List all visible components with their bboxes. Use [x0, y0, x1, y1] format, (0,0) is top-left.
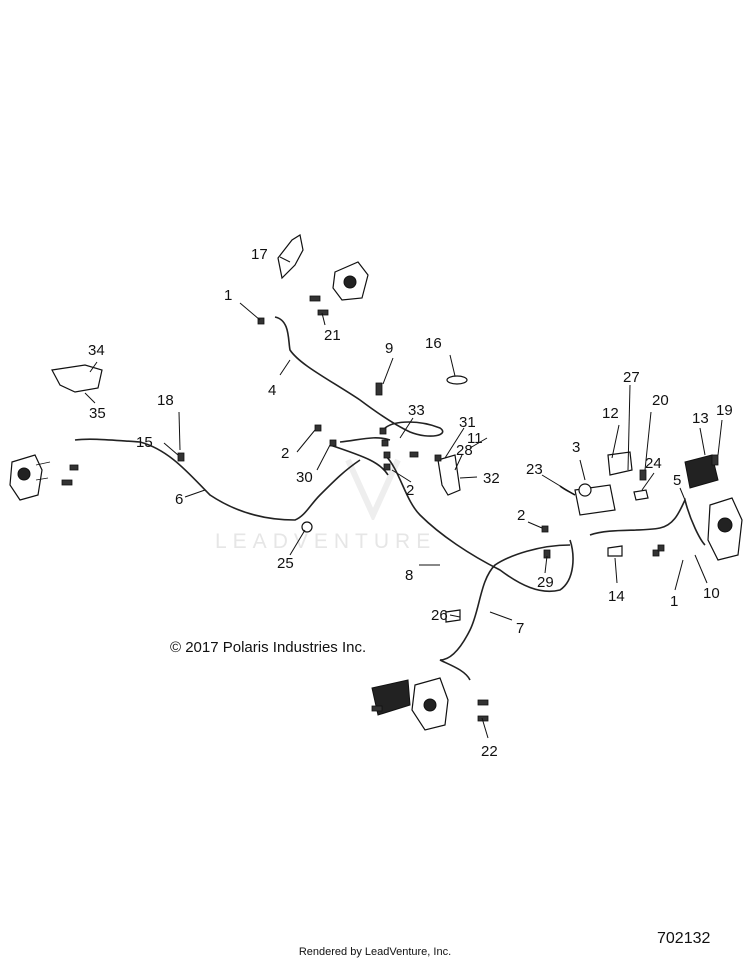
callout-19: 19 — [716, 402, 733, 419]
callout-26: 26 — [431, 607, 448, 624]
footer-credit: Rendered by LeadVenture, Inc. — [298, 946, 452, 958]
watermark-text: LEADVENTURE — [215, 530, 437, 553]
callout-15: 15 — [136, 434, 153, 451]
callout-27: 27 — [623, 369, 640, 386]
fasteners — [61, 295, 719, 722]
caliper-front-right — [332, 261, 369, 301]
callout-12: 12 — [602, 405, 619, 422]
caliper-rear-right — [707, 497, 743, 561]
callout-18: 18 — [157, 392, 174, 409]
callout-16: 16 — [425, 335, 442, 352]
diagram-code: 702132 — [657, 930, 711, 947]
callout-7: 7 — [516, 620, 524, 637]
grommet-25 — [301, 521, 313, 533]
callout-14: 14 — [608, 588, 625, 605]
callout-20: 20 — [652, 392, 669, 409]
callout-13: 13 — [692, 410, 709, 427]
grommet-16 — [446, 375, 468, 385]
callout-25: 25 — [277, 555, 294, 572]
callout-10: 10 — [703, 585, 720, 602]
callout-28: 28 — [456, 442, 473, 459]
callout-29: 29 — [537, 574, 554, 591]
callout-34: 34 — [88, 342, 105, 359]
callout-17: 17 — [251, 246, 268, 263]
caliper-rear-left — [411, 677, 449, 731]
caliper-front-left — [9, 454, 51, 501]
clip-24 — [633, 489, 649, 501]
callout-23: 23 — [526, 461, 543, 478]
callout-21: 21 — [324, 327, 341, 344]
clip-14 — [607, 545, 623, 557]
bracket-front-left — [51, 364, 103, 393]
callout-24: 24 — [645, 455, 662, 472]
leader-lines — [84, 256, 723, 739]
watermark-logo — [338, 455, 408, 523]
callout-9: 9 — [385, 340, 393, 357]
brake-lines — [74, 316, 706, 681]
copyright-notice: © 2017 Polaris Industries Inc. — [170, 639, 367, 656]
callout-30: 30 — [296, 469, 313, 486]
callout-11: 11 — [467, 430, 483, 447]
callout-35: 35 — [89, 405, 106, 422]
callout-8: 8 — [405, 567, 413, 584]
callout-22: 22 — [481, 743, 498, 760]
callout-2-a: 2 — [281, 445, 289, 462]
junction-block — [437, 454, 461, 496]
callout-6: 6 — [175, 491, 183, 508]
bracket-front-right — [277, 234, 304, 280]
callout-4: 4 — [268, 382, 276, 399]
callout-32: 32 — [483, 470, 500, 487]
callout-2-b: 2 — [406, 482, 414, 499]
callout-33: 33 — [408, 402, 425, 419]
callout-labels: 1 1 2 2 2 3 4 5 6 7 8 9 10 11 12 13 14 1… — [88, 246, 733, 760]
master-cylinder — [559, 483, 616, 516]
callout-3: 3 — [572, 439, 580, 456]
reservoir-guard — [607, 451, 633, 476]
callout-2-c: 2 — [517, 507, 525, 524]
callout-31: 31 — [459, 414, 476, 431]
callout-1-front: 1 — [224, 287, 232, 304]
callout-1-rear: 1 — [670, 593, 678, 610]
brake-pad-rear-right — [684, 454, 719, 489]
callout-5: 5 — [673, 472, 681, 489]
